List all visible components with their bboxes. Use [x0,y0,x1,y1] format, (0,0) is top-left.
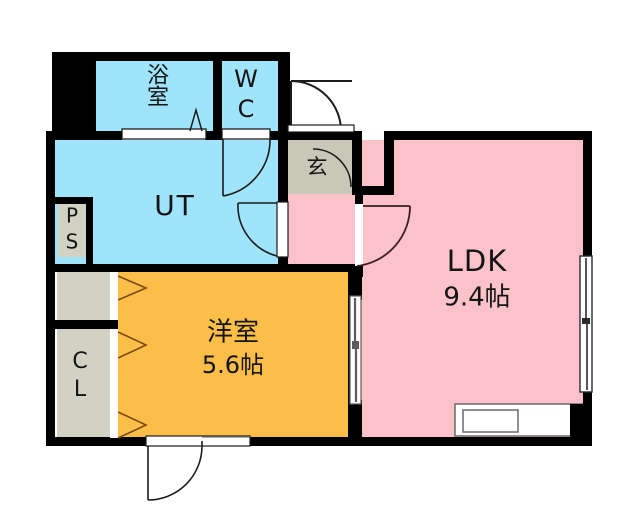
wall-ut-washitsu [46,264,362,272]
room-fill-washitsu [112,270,355,440]
wall-under-wet-2 [205,131,222,140]
label-wc-w: W [234,65,258,93]
room-fill-ps [58,204,87,257]
wall-wc-east [278,52,290,140]
label-wc-c: C [238,95,255,123]
label-closet-l: L [74,377,87,402]
label-closet-c: C [72,349,87,374]
wall-west-exterior [46,131,55,446]
label-ldk-name: LDK [447,244,508,278]
wall-genkan-east [352,140,362,195]
room-fill-wc [222,52,278,131]
wall-genkan-east2 [384,140,394,195]
entrance-door-main [287,80,355,133]
bath-door [121,107,207,140]
closet-lower-folding [110,329,148,439]
wall-washitsu-ldk [348,265,362,300]
room-labels: 浴室 W C UT P S 玄 LDK 9.4帖 洋室 5.6帖 C L [66,63,511,402]
wall-bath-wc [213,52,222,131]
genkan-inner-door [312,148,352,188]
wall-under-wet [52,131,122,140]
wall-ldk-south [355,437,592,446]
wall-block-topleft [52,52,96,140]
washitsu-ldk-sliding-door [349,295,362,405]
wall-hall-ldk-upper [355,194,363,206]
wall-south-mid [250,437,362,446]
wc-door [221,128,271,197]
label-genkan: 玄 [307,155,328,179]
wall-ldk-east-upper [583,131,592,256]
label-ps-p: P [66,204,78,228]
walls [46,52,592,446]
wall-block-bottomright [570,404,592,446]
label-washitsu-name: 洋室 [207,318,259,348]
ut-hall-door [237,201,289,258]
room-fill-ldk [361,140,592,445]
wall-closet-divider [46,320,118,329]
wall-south-west [46,437,146,446]
wall-north-genkan [288,131,362,140]
label-ldk-area: 9.4帖 [443,283,510,313]
ldk-door [355,204,411,267]
openings [110,80,593,501]
wall-ps-right [86,197,93,264]
floor-fills [55,52,592,445]
room-fill-hallway [286,194,361,271]
closet-upper-folding [110,272,149,320]
ldk-window-east [579,255,593,393]
balcony-opening [454,403,586,437]
room-fill-closet-upper [57,272,110,322]
wall-ldk-north [384,131,592,140]
wall-top-north [52,52,290,61]
washitsu-entry-door [145,435,251,501]
wall-ut-hall-upper [278,140,288,202]
wall-washitsu-ldk-2 [348,400,362,445]
room-fill-closet-lower [57,328,110,438]
label-bath: 浴室 [143,63,169,107]
label-ps-s: S [66,230,79,254]
wall-genkan-south [352,186,394,195]
wall-under-wet-3 [270,131,290,140]
label-ut: UT [154,189,196,222]
wall-ps-box [55,197,93,204]
label-washitsu-area: 5.6帖 [202,351,264,379]
